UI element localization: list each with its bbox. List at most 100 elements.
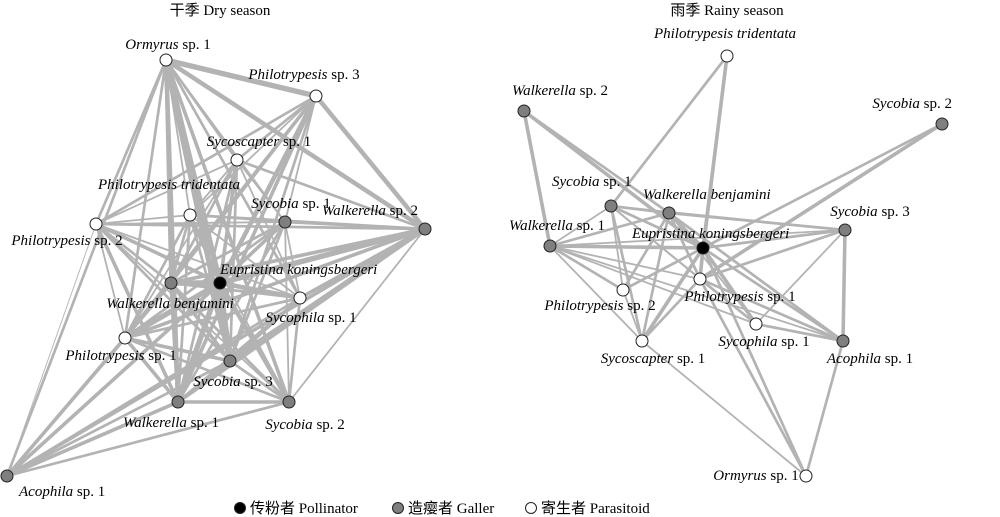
rainy-label-philotrypesis-sp-1: Philotrypesis sp. 1 [683,289,795,305]
rainy-edge-wa1-ph1 [549,245,701,280]
rainy-edge-wa1-sc1 [549,245,643,342]
rainy-edge-e-sy3 [701,228,847,250]
dry-label-ormyrus-sp-1: Ormyrus sp. 1 [125,37,210,53]
dry-edge-ph3-sy1 [284,95,317,223]
rainy-edge-sy2-e [701,122,944,250]
rainy-edge-wa2-wb [522,109,671,215]
dry-edge-or1-ac1 [5,58,168,478]
rainy-edge-sc1-or1 [641,340,807,477]
rainy-node-philotrypesis-tridentata [720,49,734,63]
dry-edge-wa2-sy2 [288,228,426,403]
dry-edge-pht-sp1 [189,214,301,299]
dry-edge-sy3-sy2 [228,359,291,404]
rainy-edge-wb-sp1 [668,212,757,325]
dry-label-acophila-sp-1: Acophila sp. 1 [18,484,105,500]
dry-node-philotrypesis-sp-3 [309,89,323,103]
rainy-label-sycophila-sp-1: Sycophila sp. 1 [718,334,809,350]
rainy-node-sycoscapter-sp-1 [635,334,649,348]
dry-label-walkerella-sp-2: Walkerella sp. 2 [322,203,418,219]
rainy-edge-wa2-e [522,109,705,250]
dry-node-walkerella-benjamini [164,276,178,290]
rainy-label-walkerella-sp-1: Walkerella sp. 1 [509,218,605,234]
dry-edge-ph1-sy2 [123,336,291,404]
dry-edge-ph3-sc1 [235,94,318,162]
rainy-label-acophila-sp-1: Acophila sp. 1 [826,351,913,367]
dry-edge-sp1-ac1 [5,296,302,478]
dry-label-sycobia-sp-3: Sycobia sp. 3 [193,374,273,390]
rainy-label-sycobia-sp-1: Sycobia sp. 1 [552,174,632,190]
dry-edge-ph3-pht [189,95,317,216]
dry-edge-wb-wa1 [169,281,180,404]
dry-node-sycobia-sp-1 [278,215,292,229]
rainy-edge-wa1-sy3 [549,229,846,247]
galler-legend-marker [392,502,404,514]
rainy-label-philotrypesis-tridentata: Philotrypesis tridentata [653,26,796,42]
dry-edge-wa2-wa1 [176,227,427,404]
dry-label-eupristina-koningsbergeri: Eupristina koningsbergeri [219,262,377,278]
dry-edge-sy1-sp1 [284,221,301,299]
rainy-edge-wb-sy3 [667,211,847,232]
dry-label-philotrypesis-sp-2: Philotrypesis sp. 2 [10,233,122,249]
rainy-node-sycobia-sp-1 [604,199,618,213]
rainy-edge-pht-sy1 [609,54,729,208]
dry-node-acophila-sp-1 [0,469,14,483]
dry-edge-e-sy2 [217,280,292,405]
rainy-node-sycobia-sp-3 [838,223,852,237]
dry-edge-sc1-wb [169,158,239,285]
dry-node-philotrypesis-sp-2 [89,217,103,231]
pollinator-legend-label: 传粉者 Pollinator [250,500,358,517]
dry-edge-wb-sy2 [169,281,291,404]
dry-label-sycobia-sp-2: Sycobia sp. 2 [265,417,345,433]
rainy-node-sycophila-sp-1 [749,317,763,331]
dry-label-walkerella-benjamini: Walkerella benjamini [106,296,234,312]
rainy-label-sycobia-sp-3: Sycobia sp. 3 [830,204,910,220]
rainy-node-walkerella-sp-1 [543,239,557,253]
dry-node-sycobia-sp-3 [223,354,237,368]
dry-edge-ph2-e [94,222,222,285]
dry-edge-sy1-ph1 [123,220,287,340]
dry-edge-sc1-sy1 [236,159,286,223]
dry-edge-pht-wb [169,213,192,285]
dry-edge-e-wa1 [175,280,223,405]
rainy-edge-sp1-ac1 [754,322,845,343]
rainy-edge-wa1-ph2 [548,244,625,292]
dry-node-walkerella-sp-2 [418,222,432,236]
rainy-edge-ph1-sc1 [640,277,702,343]
dry-edge-sc1-pht [189,159,238,216]
legend-item-galler: 造瘿者 Galler [392,499,494,517]
rainy-label-walkerella-sp-2: Walkerella sp. 2 [512,83,608,99]
legend-item-parasitoid: 寄生者 Parasitoid [525,499,650,517]
rainy-edge-e-or1 [701,246,808,478]
dry-edge-sc1-wa2 [235,158,427,231]
rainy-edge-ph2-sc1 [622,289,643,342]
dry-edge-sy1-e [218,220,287,285]
rainy-edge-ph1-ac1 [698,277,845,343]
rainy-edge-wb-wa1 [548,211,671,248]
dry-edge-sc1-e [218,158,239,285]
dry-edge-wb-sp1 [169,281,302,300]
rainy-edge-sy1-ph2 [610,205,624,291]
dry-node-philotrypesis-sp-1 [118,331,132,345]
rainy-edge-sy1-wa1 [549,205,612,247]
dry-node-sycophila-sp-1 [293,291,307,305]
dry-edge-sc1-ph2 [95,159,238,225]
rainy-node-walkerella-sp-2 [517,104,531,118]
legend-item-pollinator: 传粉者 Pollinator [234,500,358,517]
dry-node-sycoscapter-sp-1 [230,153,244,167]
dry-edge-sy3-wa1 [176,359,232,404]
rainy-edge-sy3-ph1 [698,228,847,281]
dry-edge-ph2-ac1 [6,223,97,477]
dry-node-walkerella-sp-1 [171,395,185,409]
dry-label-philotrypesis-tridentata: Philotrypesis tridentata [97,177,240,193]
dry-node-philotrypesis-tridentata [183,208,197,222]
dry-edge-wa2-ph1 [123,227,427,340]
dry-edge-sp1-ph1 [123,296,302,340]
pollinator-legend-marker [234,502,246,514]
dry-node-eupristina-koningsbergeri [213,276,227,290]
rainy-edge-wa1-sp1 [549,245,757,325]
dry-edge-e-sy3 [217,280,233,364]
dry-edge-sc1-sp1 [236,159,301,299]
dry-edge-e-ac1 [5,281,222,478]
dry-edge-or1-ph3 [163,57,319,99]
